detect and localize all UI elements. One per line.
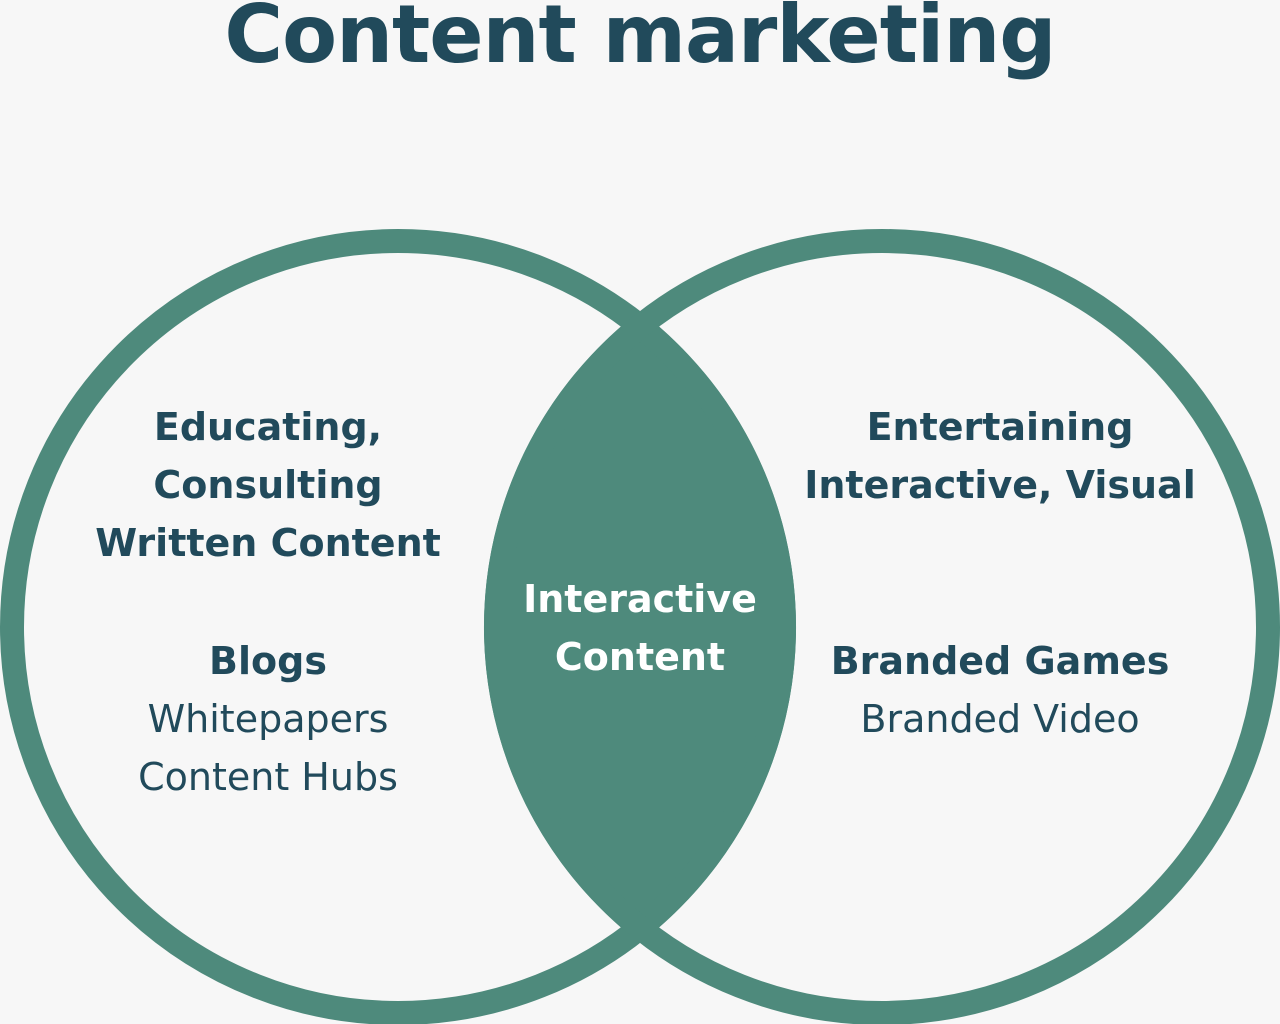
right-heading-line: Entertaining — [866, 405, 1134, 449]
left-item: Whitepapers — [147, 697, 389, 741]
right-heading-line: Interactive, Visual — [804, 463, 1196, 507]
page-title: Content marketing — [224, 0, 1056, 81]
left-heading: Educating, Consulting Written Content — [68, 398, 468, 572]
left-item: Content Hubs — [138, 755, 398, 799]
center-heading-line: Interactive — [523, 577, 757, 621]
left-item: Blogs — [209, 639, 327, 683]
center-heading-line: Content — [554, 635, 726, 679]
right-item: Branded Games — [830, 639, 1170, 683]
left-circle — [0, 229, 796, 1024]
left-items: Blogs Whitepapers Content Hubs — [68, 632, 468, 806]
right-heading: Entertaining Interactive, Visual — [780, 398, 1220, 514]
right-item: Branded Video — [860, 697, 1140, 741]
center-heading: Interactive Content — [490, 570, 790, 686]
left-heading-line: Educating, — [153, 405, 383, 449]
right-circle — [484, 229, 1280, 1024]
right-items: Branded Games Branded Video — [780, 632, 1220, 748]
left-heading-line: Written Content — [95, 521, 441, 565]
intersection-lens — [483, 311, 797, 943]
left-heading-line: Consulting — [153, 463, 383, 507]
